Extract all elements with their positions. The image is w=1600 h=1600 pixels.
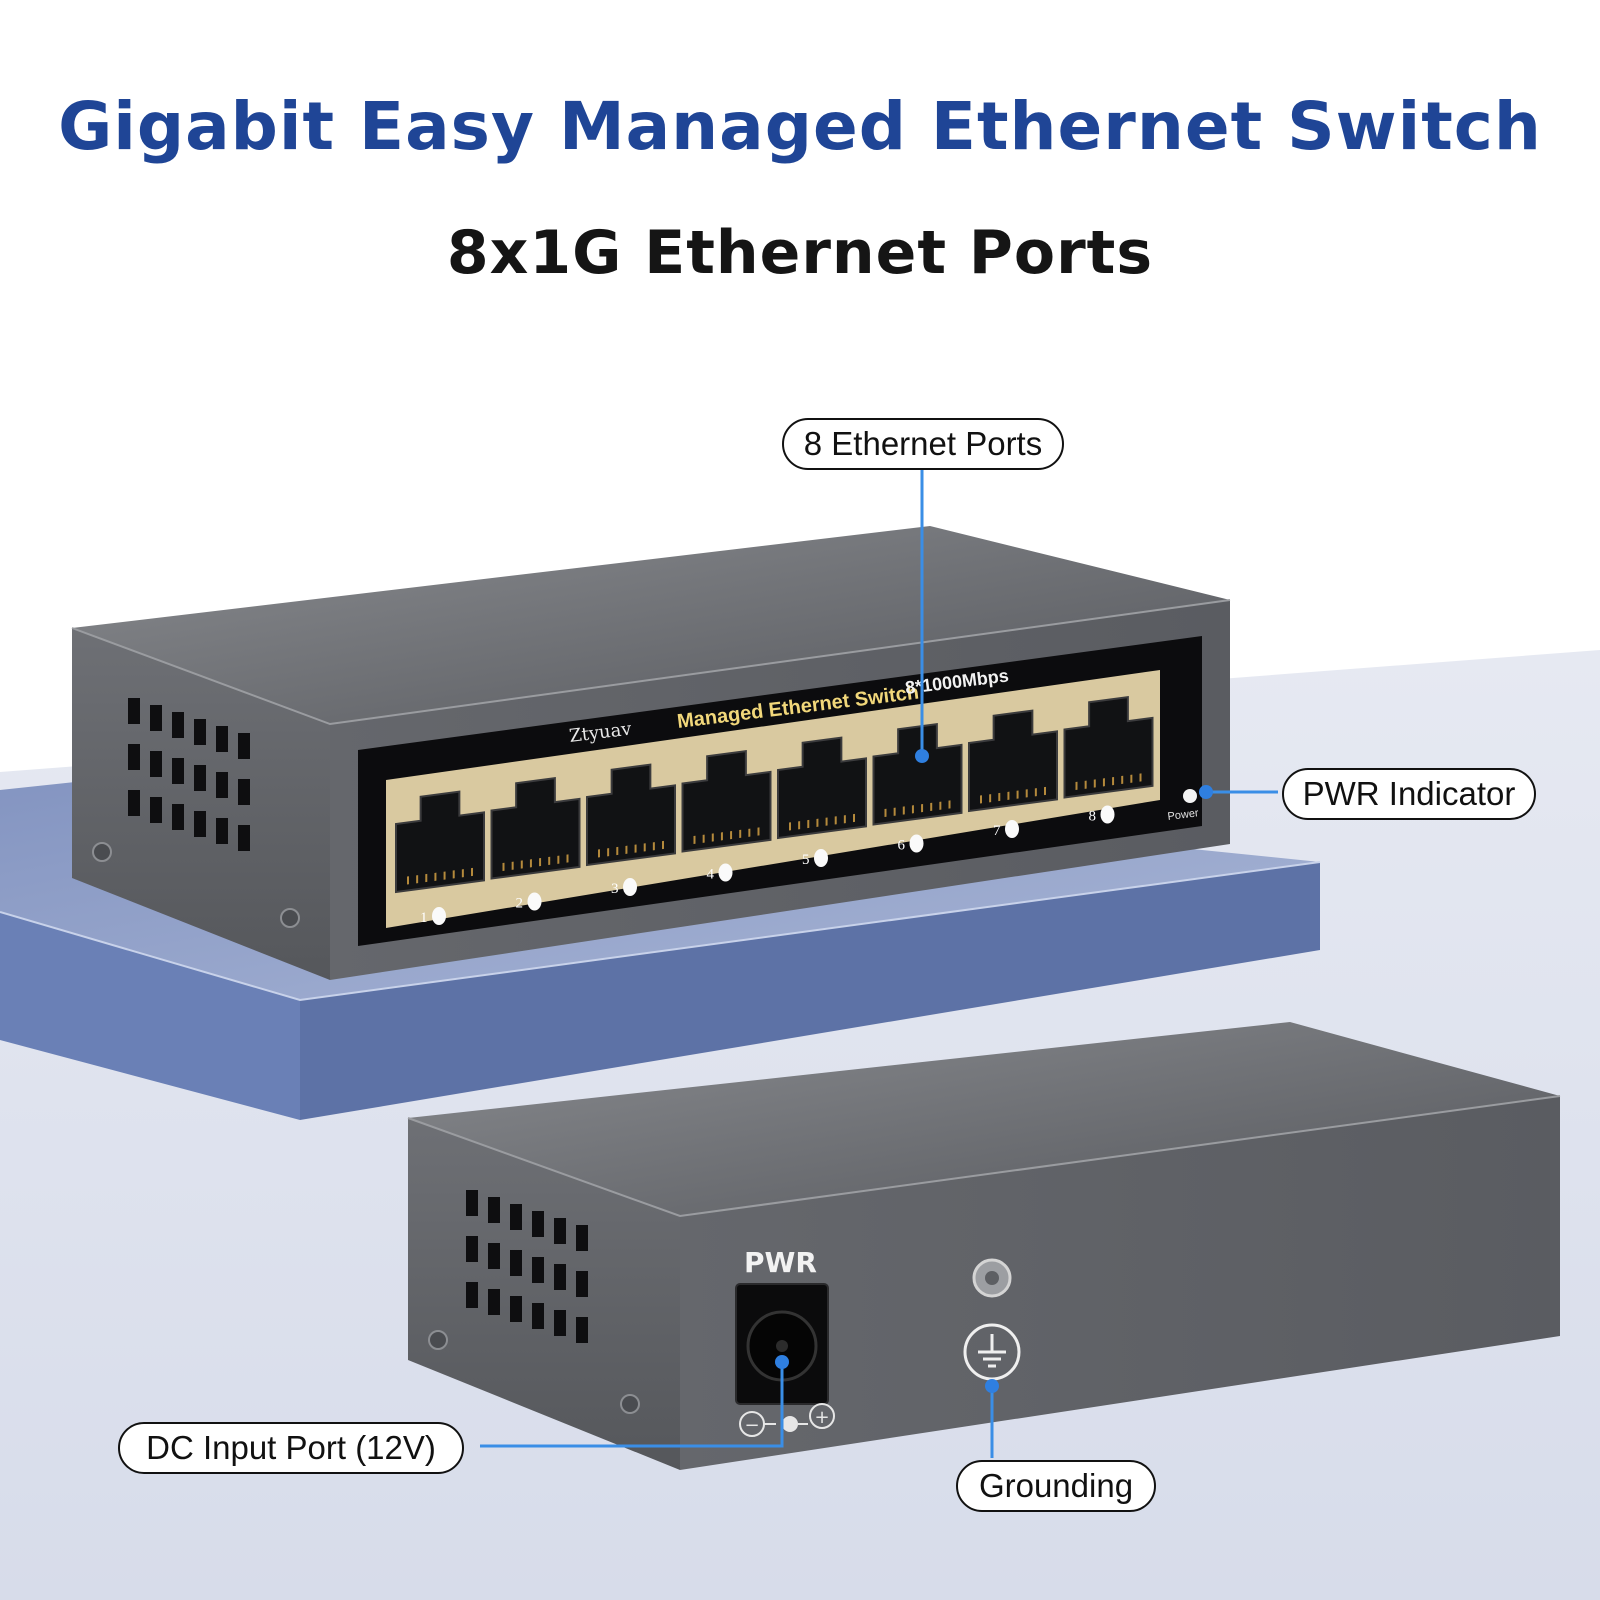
vent-slot	[532, 1303, 544, 1329]
vent-slot	[510, 1204, 522, 1230]
vent-slot	[466, 1282, 478, 1308]
vent-slot	[576, 1271, 588, 1297]
port-led	[432, 907, 446, 925]
port-number-label: 7	[993, 823, 1001, 839]
vent-slot	[466, 1190, 478, 1216]
leader-dot	[985, 1379, 999, 1393]
ethernet-port[interactable]	[968, 707, 1058, 813]
polarity-icon: − +	[739, 1403, 835, 1437]
port-led	[1005, 820, 1019, 838]
power-led-label: Power	[1167, 807, 1200, 823]
port-led	[1100, 805, 1115, 824]
ethernet-port-row: 1 2 3 4 5 6 7 8	[395, 694, 1154, 926]
vent-slot	[172, 804, 184, 830]
svg-text:−: −	[744, 1415, 759, 1436]
vent-slot	[576, 1225, 588, 1251]
vent-slot	[194, 719, 206, 745]
front-vent-grille	[128, 698, 250, 851]
port-number-label: 8	[1089, 809, 1097, 825]
vent-slot	[128, 698, 140, 724]
port-led	[909, 834, 924, 853]
vent-slot	[532, 1257, 544, 1283]
screw-icon	[620, 1394, 640, 1414]
ethernet-port[interactable]	[1063, 694, 1154, 799]
ethernet-port[interactable]	[395, 788, 485, 894]
callout-grounding: Grounding	[956, 1460, 1156, 1512]
vent-slot	[216, 818, 228, 844]
screw-icon	[428, 1330, 448, 1350]
page-title: Gigabit Easy Managed Ethernet Switch	[58, 88, 1542, 165]
port-number-label: 2	[516, 896, 524, 912]
power-led	[1183, 789, 1197, 803]
vent-slot	[554, 1218, 566, 1244]
port-led	[527, 892, 542, 911]
vent-slot	[510, 1296, 522, 1322]
vent-slot	[194, 765, 206, 791]
leader-lines	[480, 470, 1278, 1458]
pwr-label: PWR	[744, 1246, 817, 1279]
vent-slot	[488, 1243, 500, 1269]
vent-slot	[150, 705, 162, 731]
port-led	[718, 863, 733, 882]
vent-slot	[150, 797, 162, 823]
switch-rear-unit: PWR − +	[407, 1022, 1561, 1470]
vent-slot	[150, 751, 162, 777]
ethernet-port[interactable]	[777, 734, 867, 840]
vent-slot	[172, 758, 184, 784]
screw-icon	[92, 842, 112, 862]
vent-slot	[532, 1211, 544, 1237]
svg-text:+: +	[814, 1407, 829, 1428]
vent-slot	[554, 1264, 566, 1290]
vent-slot	[488, 1289, 500, 1315]
vent-slot	[238, 733, 250, 759]
vent-slot	[554, 1310, 566, 1336]
vent-slot	[194, 811, 206, 837]
vent-slot	[128, 790, 140, 816]
leader-dot	[775, 1355, 789, 1369]
port-led	[623, 878, 637, 896]
vent-slot	[238, 825, 250, 851]
vent-slot	[576, 1317, 588, 1343]
port-number-label: 4	[707, 867, 715, 883]
ethernet-port[interactable]	[586, 761, 676, 867]
leader-dot	[915, 749, 929, 763]
vent-slot	[488, 1197, 500, 1223]
ethernet-port[interactable]	[872, 721, 963, 826]
vent-slot	[466, 1236, 478, 1262]
callout-pwr-indicator: PWR Indicator	[1282, 768, 1536, 820]
port-number-label: 5	[802, 852, 810, 868]
callout-dc-input: DC Input Port (12V)	[118, 1422, 464, 1474]
port-number-label: 3	[611, 881, 619, 897]
vent-slot	[216, 726, 228, 752]
leader-dot	[1199, 785, 1213, 799]
vent-slot	[510, 1250, 522, 1276]
screw-icon	[280, 908, 300, 928]
vent-slot	[238, 779, 250, 805]
port-led	[814, 849, 828, 867]
vent-slot	[216, 772, 228, 798]
port-number-label: 6	[898, 838, 906, 854]
ethernet-port[interactable]	[681, 748, 772, 853]
rear-vent-grille	[466, 1190, 588, 1343]
callout-ethernet-ports: 8 Ethernet Ports	[782, 418, 1064, 470]
vent-slot	[172, 712, 184, 738]
port-number-label: 1	[420, 910, 428, 926]
ethernet-port[interactable]	[490, 775, 581, 880]
vent-slot	[128, 744, 140, 770]
page-subtitle: 8x1G Ethernet Ports	[446, 218, 1154, 288]
